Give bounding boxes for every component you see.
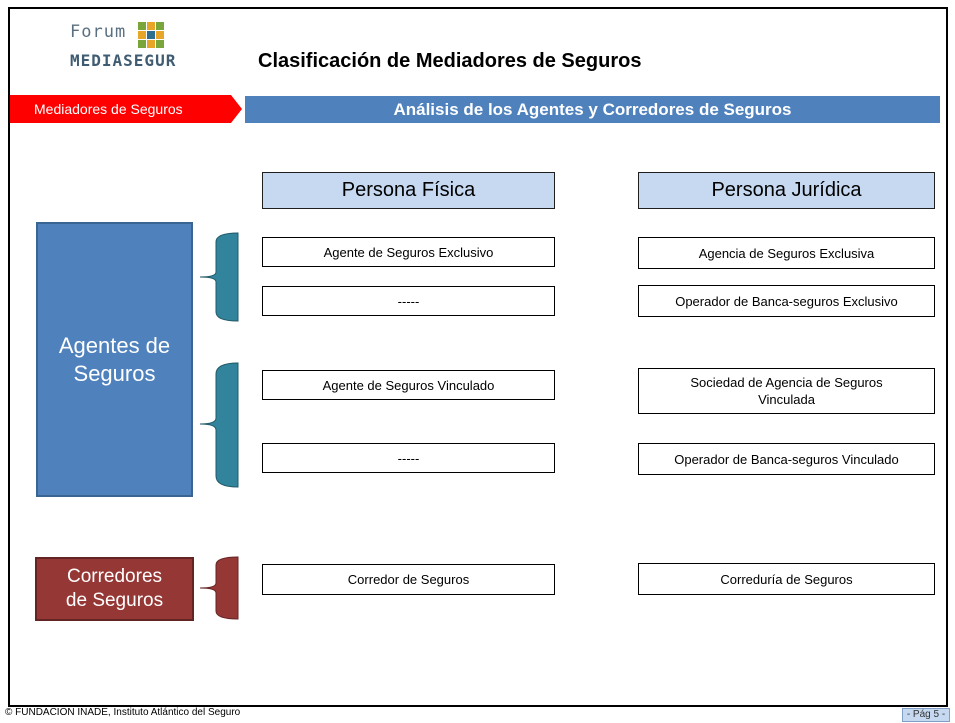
box-operador-banca-vinculado: Operador de Banca-seguros Vinculado — [638, 443, 935, 475]
brace-vinculado-icon — [199, 362, 239, 488]
logo-line1: Forum — [70, 22, 127, 42]
box-operador-banca-exclusivo-label: Operador de Banca-seguros Exclusivo — [675, 293, 898, 309]
group-agentes-label: Agentes de Seguros — [58, 332, 171, 386]
box-operador-banca-exclusivo: Operador de Banca-seguros Exclusivo — [638, 285, 935, 317]
box-fisica-banca-vinculado-label: ----- — [397, 450, 420, 466]
box-correduria-label: Correduría de Seguros — [720, 571, 853, 587]
box-agente-exclusivo: Agente de Seguros Exclusivo — [262, 237, 555, 267]
brace-corredores-icon — [199, 556, 239, 620]
brace-exclusivo-icon — [199, 232, 239, 322]
section-heading-bar: Análisis de los Agentes y Corredores de … — [245, 96, 940, 123]
column-header-persona-fisica: Persona Física — [262, 172, 555, 209]
logo-line2: MEDIASEGUR — [70, 51, 177, 70]
box-fisica-banca-exclusivo: ----- — [262, 286, 555, 316]
mediasegur-logo: Forum MEDIASEGUR — [70, 22, 180, 82]
box-sociedad-agencia-vinculada: Sociedad de Agencia de Seguros Vinculada — [638, 368, 935, 414]
box-fisica-banca-vinculado: ----- — [262, 443, 555, 473]
box-fisica-banca-exclusivo-label: ----- — [397, 293, 420, 309]
slide-frame — [8, 7, 948, 707]
section-tab: Mediadores de Seguros — [10, 95, 242, 123]
group-corredores-label: Corredores de Seguros — [65, 566, 164, 611]
box-agente-vinculado: Agente de Seguros Vinculado — [262, 370, 555, 400]
box-agencia-exclusiva-label: Agencia de Seguros Exclusiva — [698, 245, 875, 261]
column-header-persona-juridica: Persona Jurídica — [638, 172, 935, 209]
box-agente-vinculado-label: Agente de Seguros Vinculado — [322, 377, 495, 393]
box-corredor: Corredor de Seguros — [262, 564, 555, 595]
section-tab-label: Mediadores de Seguros — [34, 101, 183, 117]
box-corredor-label: Corredor de Seguros — [347, 572, 470, 587]
group-agentes-de-seguros: Agentes de Seguros — [36, 222, 193, 497]
box-correduria: Correduría de Seguros — [638, 563, 935, 595]
logo-blocks-icon — [138, 22, 164, 48]
box-sociedad-agencia-vinculada-label: Sociedad de Agencia de Seguros Vinculada — [690, 375, 883, 407]
section-tab-shape — [10, 95, 242, 123]
box-agente-exclusivo-label: Agente de Seguros Exclusivo — [323, 244, 494, 260]
section-heading: Análisis de los Agentes y Corredores de … — [393, 100, 792, 119]
page-title: Clasificación de Mediadores de Seguros — [258, 50, 642, 72]
group-corredores-de-seguros: Corredores de Seguros — [35, 557, 194, 621]
footer-copyright: © FUNDACION INADE, Instituto Atlántico d… — [5, 707, 241, 718]
page-number-badge: - Pág 5 - — [902, 708, 950, 722]
box-agencia-exclusiva: Agencia de Seguros Exclusiva — [638, 237, 935, 269]
box-operador-banca-vinculado-label: Operador de Banca-seguros Vinculado — [674, 451, 899, 467]
